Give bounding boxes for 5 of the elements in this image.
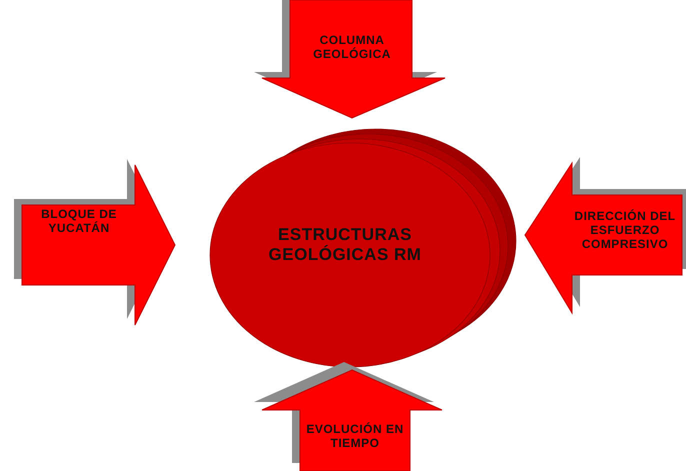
arrow-label: COLUMNA GEOLÓGICA	[312, 34, 392, 62]
arrow-label: EVOLUCIÓN EN TIEMPO	[305, 423, 405, 451]
arrow-label: DIRECCIÓN DEL ESFUERZO COMPRESIVO	[573, 210, 677, 252]
arrow-label: BLOQUE DE YUCATÁN	[40, 208, 118, 236]
ellipse-label: ESTRUCTURAS GEOLÓGICAS RM	[268, 225, 422, 264]
